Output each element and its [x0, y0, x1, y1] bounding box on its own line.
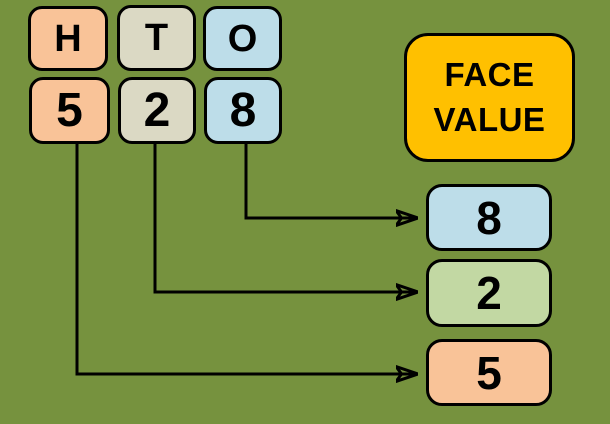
digit-ones: 8: [204, 77, 282, 144]
place-header-hundreds: H: [28, 6, 108, 71]
face-value-title: FACE VALUE: [404, 33, 575, 162]
face-value-result-ones: 8: [426, 184, 552, 251]
arrow-ones-to-face-value: [244, 143, 417, 218]
place-header-ones: O: [203, 6, 282, 71]
face-value-result-tens: 2: [426, 259, 552, 327]
place-header-tens: T: [117, 5, 196, 71]
face-value-result-hundreds: 5: [426, 339, 552, 406]
arrow-tens-to-face-value: [153, 143, 417, 292]
face-value-title-line2: VALUE: [433, 100, 546, 138]
arrow-hundreds-to-face-value: [75, 143, 417, 374]
digit-tens: 2: [118, 77, 196, 144]
face-value-title-line1: FACE: [444, 55, 535, 93]
digit-hundreds: 5: [29, 77, 110, 144]
